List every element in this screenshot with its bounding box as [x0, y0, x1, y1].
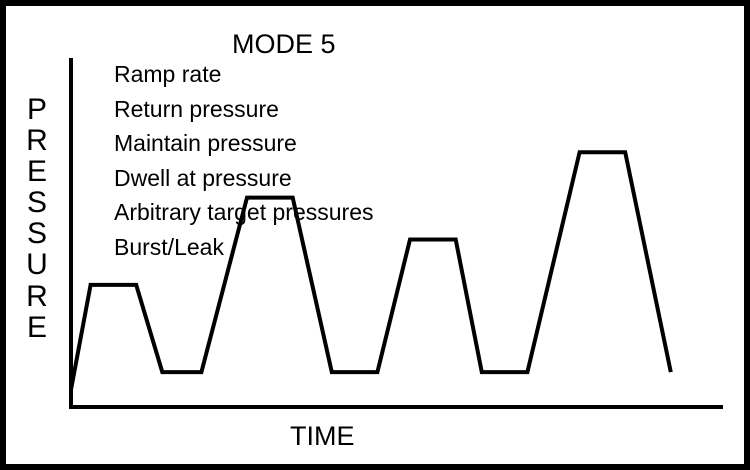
y-axis-label-letter: E — [26, 155, 47, 189]
y-axis-label-letter: R — [26, 124, 48, 158]
feature-item: Dwell at pressure — [114, 164, 292, 191]
feature-item: Maintain pressure — [114, 130, 297, 157]
pressure-waveform — [69, 150, 673, 390]
y-axis-label-letter: S — [26, 186, 47, 220]
y-axis-label-letter: P — [26, 93, 47, 126]
feature-item: Return pressure — [114, 95, 279, 122]
y-axis-label-letter: S — [26, 217, 47, 251]
y-axis-label-letter: E — [26, 310, 47, 344]
diagram-title: MODE 5 — [232, 29, 336, 59]
feature-item: Burst/Leak — [114, 233, 224, 260]
y-axis-label-letter: U — [26, 248, 48, 282]
y-axis-label-letter: R — [26, 279, 48, 313]
x-axis-label: TIME — [290, 421, 355, 451]
feature-item: Ramp rate — [114, 61, 222, 87]
feature-list: Ramp rate Return pressure Maintain press… — [114, 57, 373, 265]
feature-item: Arbitrary target pressures — [114, 199, 374, 226]
